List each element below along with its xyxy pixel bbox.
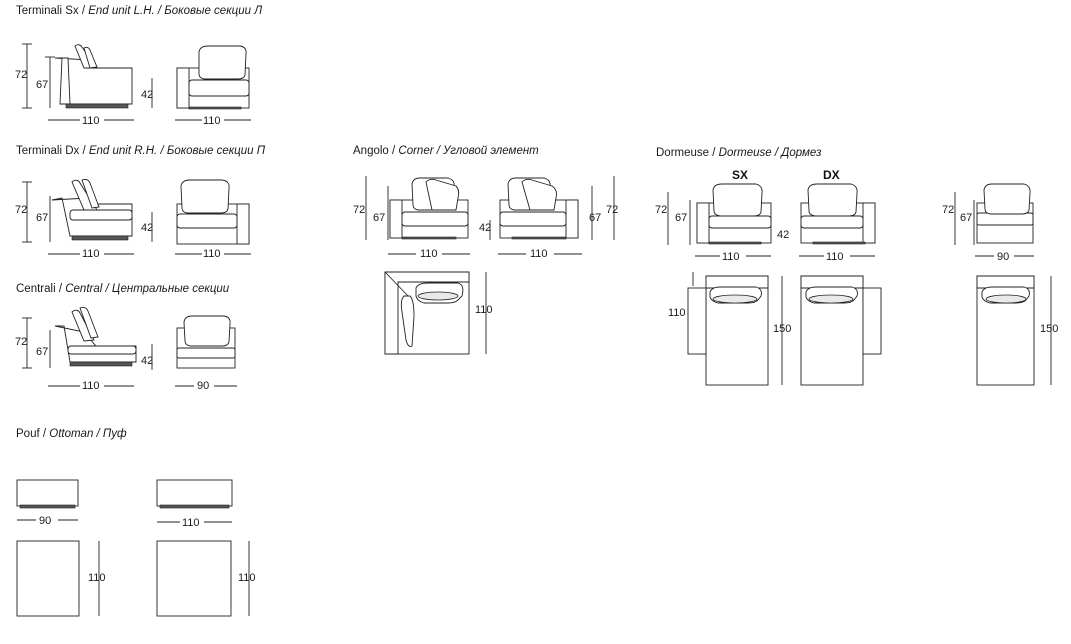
dormeuse-dx-front-view: [799, 183, 876, 257]
section-title-translation: Ottoman / Пуф: [49, 428, 127, 440]
dim-height-72: 72: [15, 204, 27, 216]
label-sx: SX: [732, 168, 748, 182]
section-title-main: Terminali Dx /: [16, 145, 89, 157]
label-dx: DX: [823, 168, 840, 182]
section-title-translation: Central / Центральные секции: [65, 283, 230, 295]
dim-width-90: 90: [197, 380, 209, 392]
dim-height-72: 72: [942, 204, 954, 216]
dim-height-72: 72: [15, 69, 27, 81]
section-title-translation: End unit L.H. / Боковые секции Л: [88, 5, 263, 17]
terminali-dx-front-view: [175, 179, 251, 255]
section-title-pouf: Pouf / Ottoman / Пуф: [16, 428, 127, 440]
dim-depth-110: 110: [88, 572, 106, 584]
dim-width-110: 110: [203, 248, 221, 260]
terminali-sx-side-view: [22, 43, 134, 121]
dim-seat-42: 42: [141, 89, 153, 101]
dormeuse-90-front-view: [954, 183, 1034, 257]
dim-length-150: 150: [1040, 323, 1058, 335]
dim-width-90: 90: [39, 515, 51, 527]
dim-width-110: 110: [203, 115, 221, 127]
section-title-terminali-dx: Terminali Dx / End unit R.H. / Боковые с…: [16, 145, 265, 157]
dim-height-72: 72: [606, 204, 618, 216]
section-title-centrali: Centrali / Central / Центральные секции: [16, 283, 229, 295]
section-title-main: Centrali /: [16, 283, 66, 295]
section-title-terminali-sx: Terminali Sx / End unit L.H. / Боковые с…: [16, 5, 262, 17]
dim-seat-42: 42: [777, 229, 789, 241]
dim-height-72: 72: [15, 336, 27, 348]
dim-width-110: 110: [420, 248, 438, 260]
dim-depth-110: 110: [82, 115, 100, 127]
dormeuse-sx-front-view: [667, 183, 772, 257]
dim-height-67: 67: [589, 212, 601, 224]
angolo-plan-view: [384, 271, 487, 355]
section-title-translation: Dormeuse / Дормез: [718, 147, 822, 159]
dim-depth-110: 110: [668, 307, 686, 319]
section-title-main: Dormeuse /: [656, 147, 719, 159]
dim-height-67: 67: [373, 212, 385, 224]
dormeuse-sx-plan-view: [687, 272, 769, 386]
section-title-translation: End unit R.H. / Боковые секции П: [88, 145, 266, 157]
section-title-translation: Corner / Угловой элемент: [398, 145, 539, 157]
terminali-sx-front-view: [175, 45, 251, 121]
dim-height-72: 72: [353, 204, 365, 216]
dim-depth-110: 110: [475, 304, 493, 316]
dim-height-67: 67: [36, 79, 48, 91]
dim-seat-42: 42: [141, 222, 153, 234]
dim-height-72: 72: [655, 204, 667, 216]
dim-width-110: 110: [530, 248, 548, 260]
section-title-dormeuse: Dormeuse / Dormeuse / Дормез: [656, 147, 822, 159]
dim-depth-110: 110: [82, 380, 100, 392]
terminali-dx-side-view: [22, 178, 134, 255]
section-title-main: Angolo /: [353, 145, 399, 157]
pouf-110-views: [156, 479, 250, 617]
centrali-front-view: [175, 315, 237, 387]
dim-width-110: 110: [722, 251, 740, 263]
dim-width-90: 90: [997, 251, 1009, 263]
dim-height-67: 67: [675, 212, 687, 224]
section-title-main: Pouf /: [16, 428, 50, 440]
centrali-side-view: [22, 306, 137, 387]
section-title-angolo: Angolo / Corner / Угловой элемент: [353, 145, 539, 157]
dim-width-110: 110: [826, 251, 844, 263]
angolo-front-views: [365, 176, 615, 255]
dim-height-67: 67: [36, 212, 48, 224]
dim-depth-110: 110: [82, 248, 100, 260]
dormeuse-90-plan-view: [976, 275, 1052, 386]
dim-depth-110: 110: [238, 572, 256, 584]
dim-width-110: 110: [182, 517, 200, 529]
dim-height-67: 67: [36, 346, 48, 358]
section-title-main: Terminali Sx /: [16, 5, 89, 17]
dim-height-67: 67: [960, 212, 972, 224]
pouf-90-views: [16, 479, 100, 617]
dim-seat-42: 42: [479, 222, 491, 234]
dim-seat-42: 42: [141, 355, 153, 367]
dormeuse-dx-plan-view: [800, 275, 882, 386]
